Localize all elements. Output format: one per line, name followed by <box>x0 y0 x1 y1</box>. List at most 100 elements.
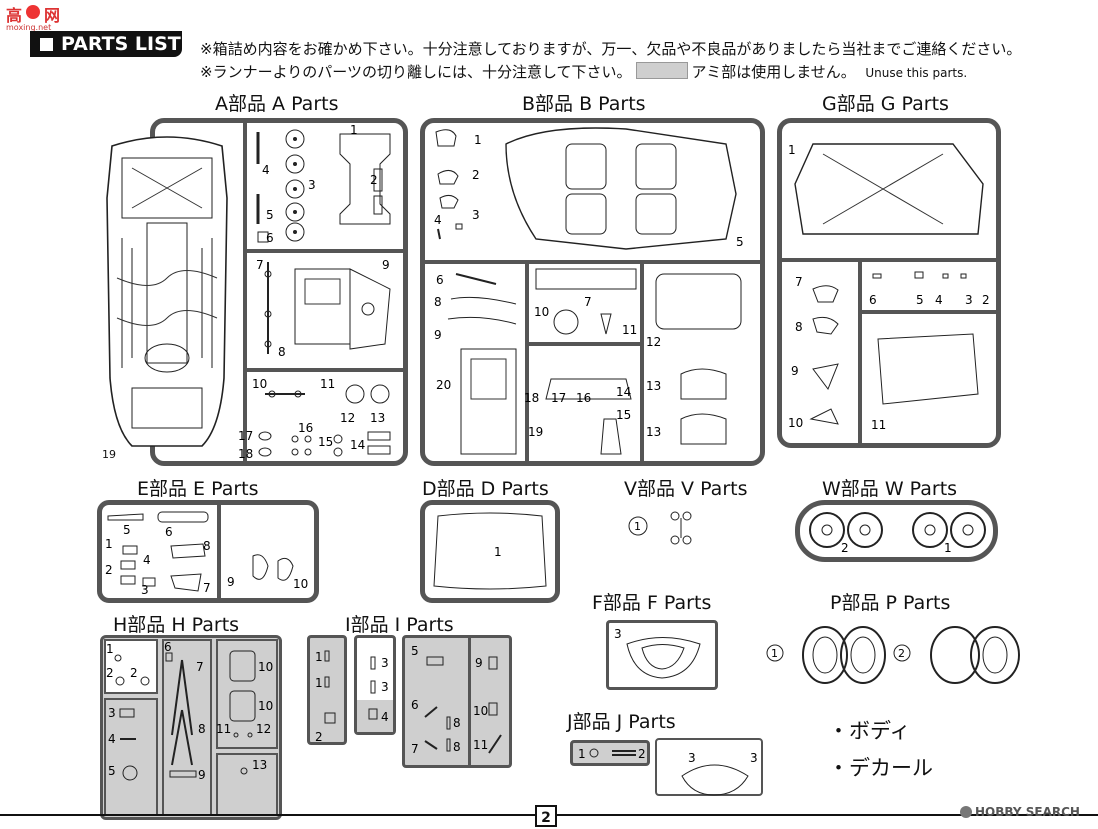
svg-text:7: 7 <box>411 742 419 756</box>
svg-text:6: 6 <box>165 525 173 539</box>
svg-text:13: 13 <box>646 425 661 439</box>
svg-text:8: 8 <box>278 345 286 359</box>
svg-text:7: 7 <box>203 581 211 595</box>
svg-text:3: 3 <box>141 583 149 597</box>
i-parts-drawing: 1 1 2 3 3 4 5 6 7 8 8 9 10 11 <box>315 644 502 756</box>
a-parts-lower: 10 11 12 13 14 15 16 17 18 <box>238 377 391 461</box>
section-label-d: D部品 D Parts <box>422 478 549 500</box>
a-parts-middle: 7 8 9 <box>256 258 391 359</box>
svg-text:6: 6 <box>266 231 274 245</box>
svg-text:10: 10 <box>293 577 308 591</box>
runner-b-h2 <box>527 342 642 346</box>
header-note-1: ※箱詰め内容をお確かめ下さい。十分注意しておりますが、万一、欠品や不良品がありま… <box>200 40 1022 58</box>
svg-text:9: 9 <box>475 656 483 670</box>
parts-list-title: PARTS LIST <box>30 31 182 57</box>
svg-text:11: 11 <box>622 323 637 337</box>
svg-text:2: 2 <box>370 173 378 187</box>
svg-text:3: 3 <box>688 751 696 765</box>
square-icon <box>40 38 53 51</box>
section-label-h: H部品 H Parts <box>113 614 240 636</box>
svg-text:16: 16 <box>576 391 591 405</box>
section-label-g: G部品 G Parts <box>822 93 949 115</box>
svg-text:1: 1 <box>494 545 502 559</box>
svg-text:6: 6 <box>411 698 419 712</box>
w-parts-drawing: 2 1 <box>809 512 986 555</box>
runner-h-inner-1 <box>104 639 158 694</box>
svg-text:4: 4 <box>108 732 116 746</box>
b-parts-drawing: 1 2 3 4 5 6 8 9 20 10 7 11 18 17 16 14 1… <box>434 127 744 455</box>
svg-text:12: 12 <box>646 335 661 349</box>
svg-text:5: 5 <box>736 235 744 249</box>
svg-text:11: 11 <box>320 377 335 391</box>
runner-g-hbar <box>779 258 999 262</box>
svg-text:7: 7 <box>584 295 592 309</box>
svg-text:14: 14 <box>350 438 365 452</box>
chassis-drawing: 19 <box>102 136 228 461</box>
svg-text:3: 3 <box>750 751 758 765</box>
svg-text:8: 8 <box>795 320 803 334</box>
runner-b-v2 <box>640 262 644 464</box>
section-label-w: W部品 W Parts <box>822 478 958 500</box>
svg-text:6: 6 <box>164 640 172 654</box>
svg-text:3: 3 <box>965 293 973 307</box>
hobby-search-icon <box>960 806 972 818</box>
watermark-bottom: HOBBY SEARCH <box>960 805 1080 819</box>
svg-text:8: 8 <box>203 539 211 553</box>
svg-text:15: 15 <box>616 408 631 422</box>
svg-text:2: 2 <box>982 293 990 307</box>
section-label-b: B部品 B Parts <box>522 93 646 115</box>
svg-text:4: 4 <box>143 553 151 567</box>
svg-text:6: 6 <box>869 293 877 307</box>
svg-text:11: 11 <box>216 722 231 736</box>
svg-text:17: 17 <box>551 391 566 405</box>
watermark-char-1: 高 <box>6 6 23 25</box>
svg-text:10: 10 <box>788 416 803 430</box>
svg-text:11: 11 <box>871 418 886 432</box>
section-label-i: I部品 I Parts <box>345 614 454 636</box>
runner-d <box>420 500 560 603</box>
svg-text:1: 1 <box>788 143 796 157</box>
svg-text:5: 5 <box>916 293 924 307</box>
svg-text:19: 19 <box>528 425 543 439</box>
svg-text:13: 13 <box>646 379 661 393</box>
section-label-v: V部品 V Parts <box>624 478 748 500</box>
svg-text:3: 3 <box>472 208 480 222</box>
svg-text:2: 2 <box>841 541 849 555</box>
header-note-2: ※ランナーよりのパーツの切り離しには、十分注意して下さい。アミ部は使用しません。… <box>200 62 968 81</box>
watermark-sub: moxing.net <box>6 23 52 32</box>
svg-text:19: 19 <box>102 448 116 461</box>
runner-b <box>420 118 765 466</box>
svg-text:7: 7 <box>795 275 803 289</box>
g-parts-drawing: 1 7 8 9 10 6 5 4 3 2 11 <box>788 143 990 432</box>
runner-g <box>777 118 1001 448</box>
p-parts-drawing: 1 2 <box>766 626 1020 684</box>
svg-text:10: 10 <box>534 305 549 319</box>
svg-text:6: 6 <box>436 273 444 287</box>
svg-text:10: 10 <box>258 699 273 713</box>
svg-text:13: 13 <box>252 758 267 772</box>
runner-e-vbar <box>217 502 221 601</box>
j-parts-drawing: 1 2 3 3 <box>578 747 758 796</box>
svg-text:2: 2 <box>472 168 480 182</box>
section-label-f: F部品 F Parts <box>592 592 712 614</box>
svg-text:1: 1 <box>315 676 323 690</box>
svg-text:7: 7 <box>196 660 204 674</box>
svg-text:9: 9 <box>227 575 235 589</box>
svg-text:9: 9 <box>382 258 390 272</box>
gray-swatch <box>635 62 688 79</box>
svg-text:1: 1 <box>350 123 358 137</box>
svg-text:8: 8 <box>198 722 206 736</box>
svg-text:1: 1 <box>944 541 952 555</box>
svg-text:13: 13 <box>370 411 385 425</box>
svg-text:8: 8 <box>434 295 442 309</box>
watermark-ball-icon <box>26 5 40 19</box>
svg-text:2: 2 <box>315 730 323 744</box>
runner-e <box>97 500 319 603</box>
svg-text:16: 16 <box>298 421 313 435</box>
svg-text:12: 12 <box>256 722 271 736</box>
svg-text:18: 18 <box>238 447 253 461</box>
svg-text:10: 10 <box>473 704 488 718</box>
svg-text:12: 12 <box>340 411 355 425</box>
svg-text:8: 8 <box>453 716 461 730</box>
svg-text:9: 9 <box>791 364 799 378</box>
